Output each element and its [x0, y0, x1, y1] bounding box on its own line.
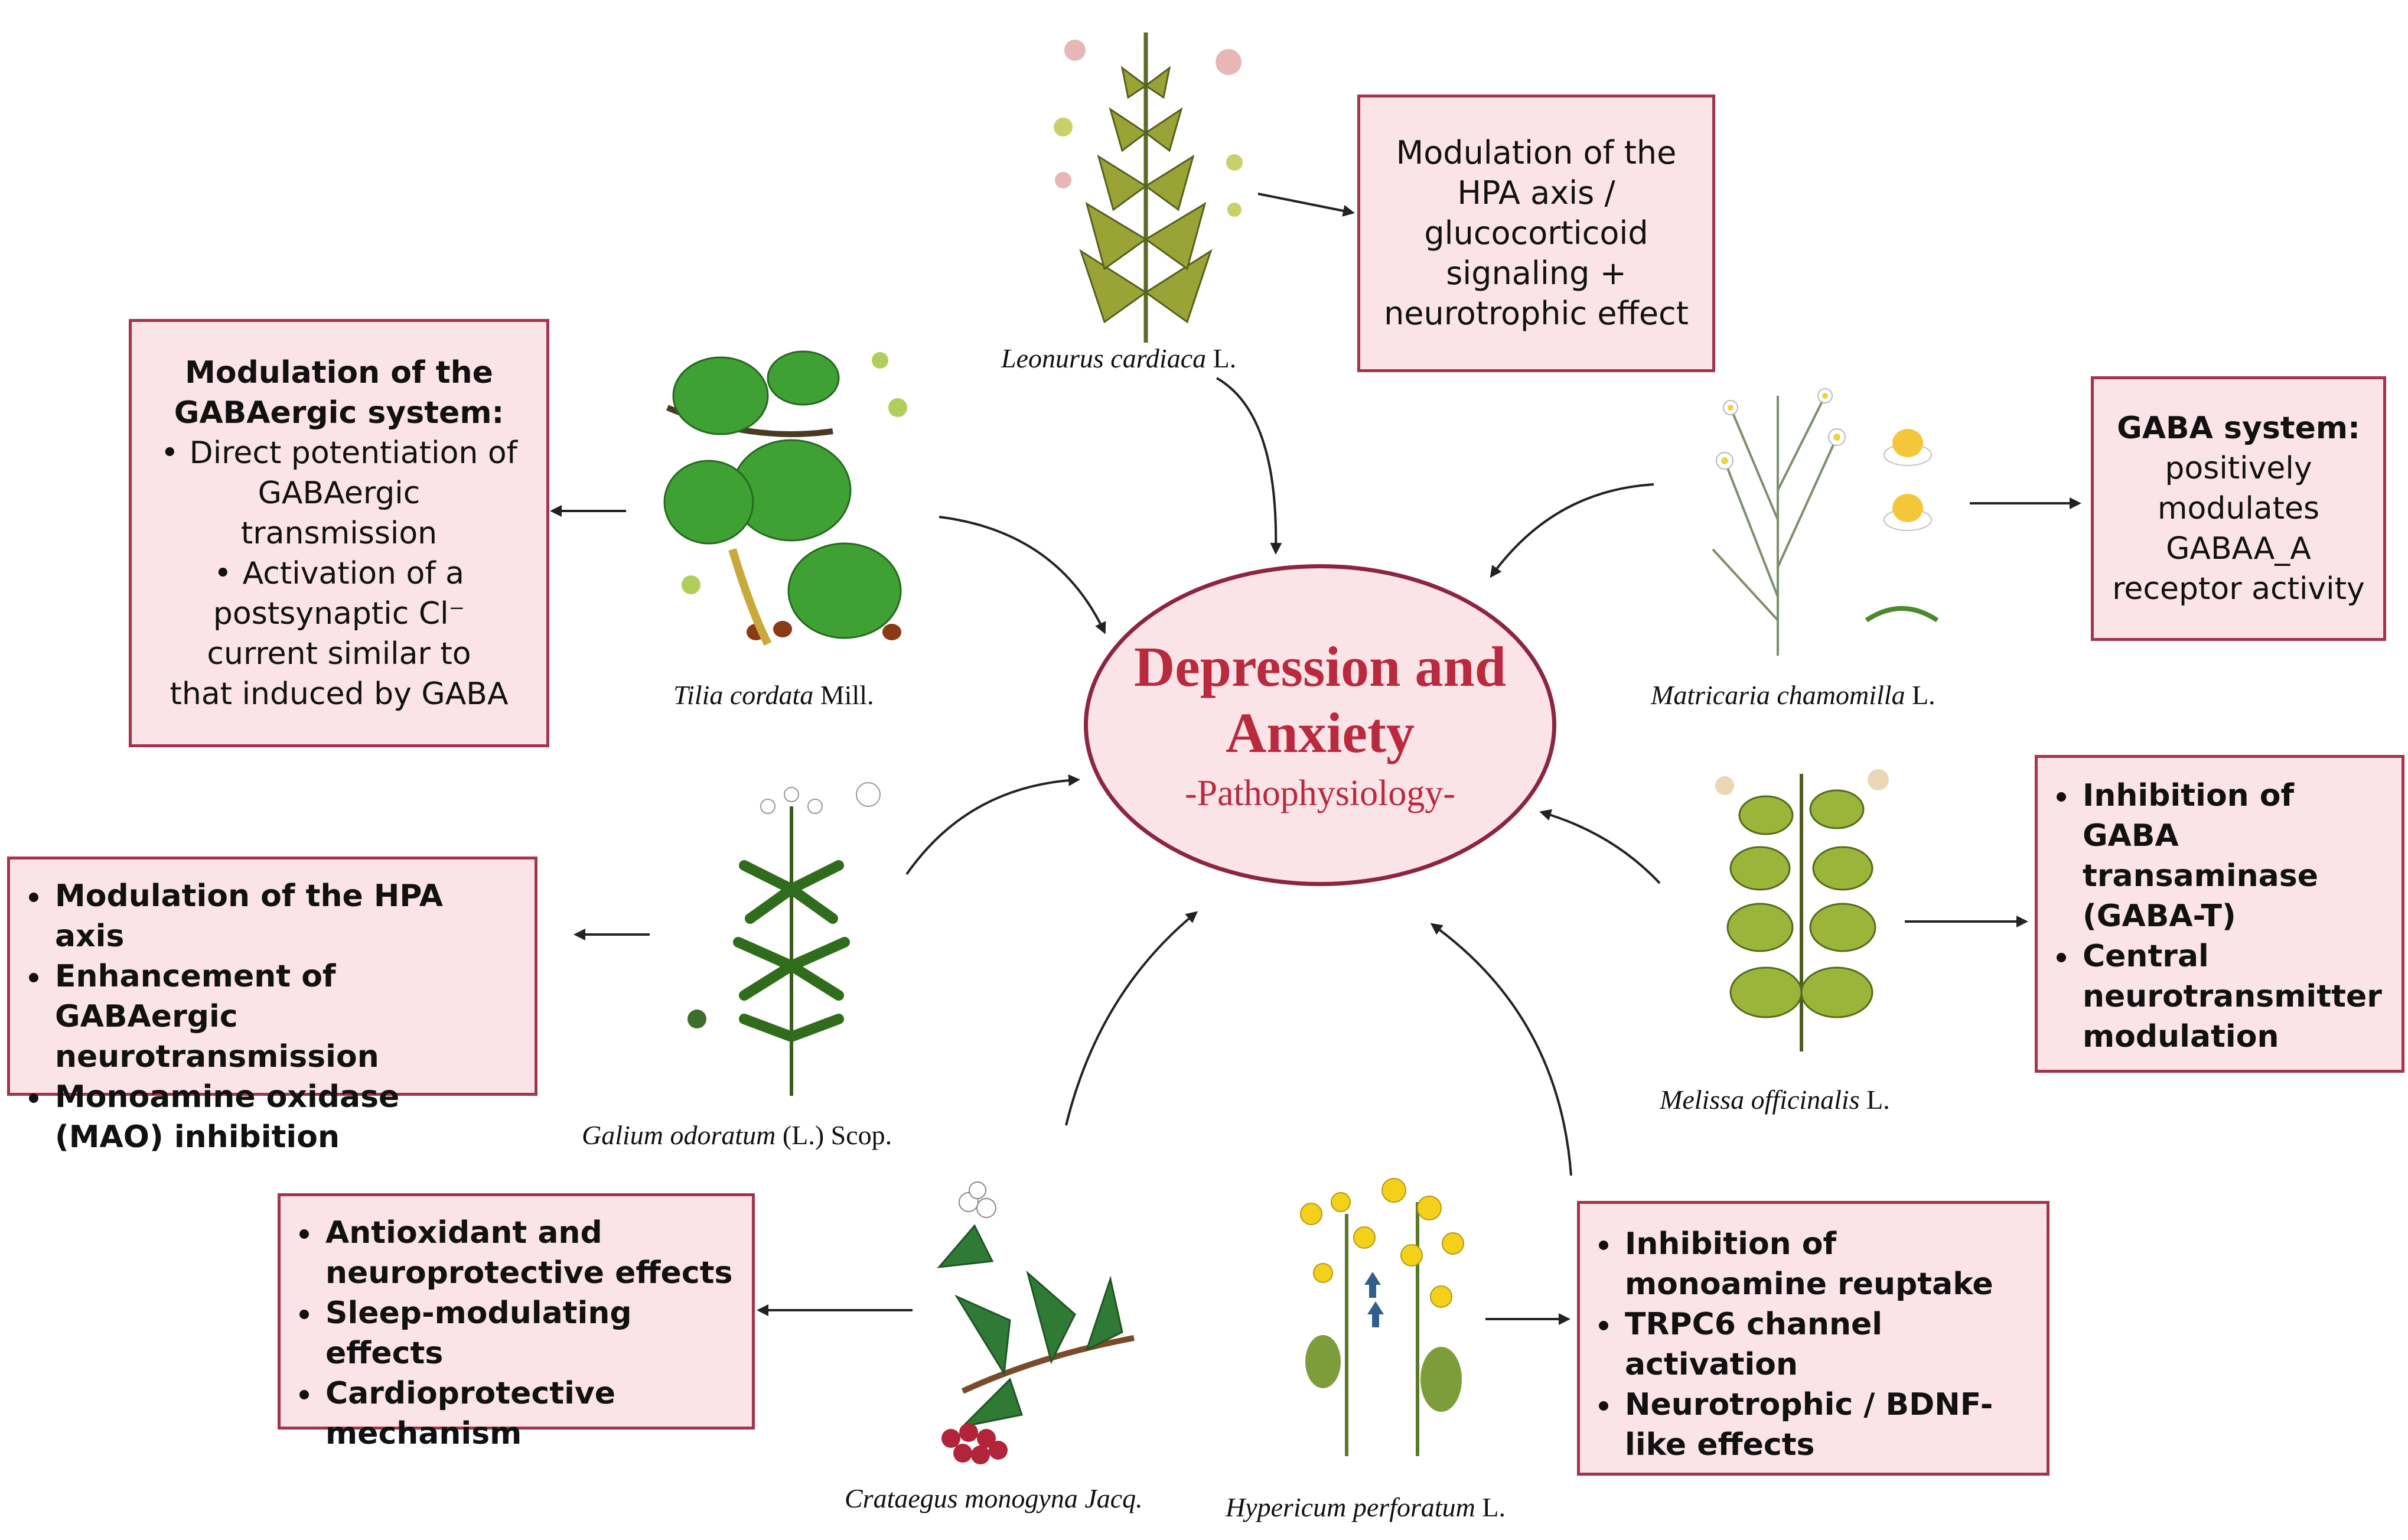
hpa-top-box: Modulation of the HPA axis / glucocortic… — [1357, 95, 1715, 372]
melissa-effects-box: Inhibition of GABA transaminase (GABA-T)… — [2035, 755, 2404, 1073]
arrow-galium-to-center — [905, 774, 1080, 875]
leonurus-plant-illustration — [1054, 32, 1243, 343]
crataegus-effects-box: Antioxidant and neuroprotective effects … — [278, 1193, 755, 1451]
matricaria-plant-illustration — [1712, 388, 1939, 656]
center-topic-ellipse: Depression and Anxiety -Pathophysiology- — [1084, 564, 1556, 886]
list-item: Direct potentiation ofGABAergictransmiss… — [132, 433, 546, 554]
leonurus-caption: Leonurus cardiaca L. — [1001, 343, 1237, 373]
list-item: Central neurotransmitter modulation — [2079, 936, 2390, 1057]
hypericum-effects-box: Inhibition of monoamine reuptake TRPC6 c… — [1577, 1201, 2049, 1476]
center-title: Depression and Anxiety — [1133, 634, 1507, 764]
hypericum-caption: Hypericum perforatum L. — [1226, 1492, 1506, 1522]
tilia-caption: Tilia cordata Mill. — [673, 680, 874, 710]
arrow-hypericum-to-center — [1430, 923, 1572, 1176]
list-item: Inhibition of monoamine reuptake — [1621, 1224, 2035, 1304]
arrow-leonurus-to-center — [1216, 377, 1282, 555]
arrow-crataegus-to-center — [1065, 911, 1198, 1126]
list-item: Enhancement of GABAergic neurotransmissi… — [51, 956, 517, 1077]
list-item: Inhibition of GABA transaminase (GABA-T) — [2079, 776, 2390, 936]
arrow-tilia-to-center — [939, 516, 1106, 634]
gabaergic-left-box: Modulation of the GABAergic system: Dire… — [129, 319, 549, 747]
list-item: Cardioprotective mechanism — [322, 1373, 740, 1454]
arrow-leonurus-to-box — [1257, 193, 1355, 217]
list-item: Monoamine oxidase (MAO) inhibition — [51, 1077, 517, 1157]
gabaergic-heading: Modulation of the GABAergic system: — [174, 354, 504, 431]
list-item: TRPC6 channel activation — [1621, 1304, 2035, 1385]
matricaria-caption: Matricaria chamomilla L. — [1651, 680, 1935, 710]
melissa-plant-illustration — [1715, 769, 1889, 1051]
galium-caption: Galium odoratum (L.) Scop. — [582, 1120, 892, 1150]
center-subtitle: -Pathophysiology- — [1184, 773, 1456, 813]
list-item: Modulation of the HPA axis — [51, 876, 517, 956]
list-item: Neurotrophic / BDNF-like effects — [1621, 1385, 2035, 1465]
gaba-right-heading: GABA system: — [2117, 411, 2360, 446]
crataegus-caption: Crataegus monogyna Jacq. — [845, 1483, 1143, 1513]
list-item: Sleep-modulating effects — [322, 1293, 740, 1373]
galium-plant-illustration — [687, 782, 881, 1096]
gaba-right-box: GABA system: positively modulates GABAA_… — [2091, 376, 2386, 641]
list-item: Antioxidant and neuroprotective effects — [322, 1213, 740, 1293]
crataegus-plant-illustration — [937, 1181, 1135, 1464]
gabaergic-list: Direct potentiation ofGABAergictransmiss… — [132, 433, 546, 714]
tilia-plant-illustration — [663, 350, 907, 646]
arrow-matricaria-to-center — [1490, 483, 1654, 578]
galium-effects-box: Modulation of the HPA axis Enhancement o… — [7, 857, 537, 1155]
melissa-caption: Melissa officinalis L. — [1660, 1085, 1890, 1115]
arrow-melissa-to-center — [1539, 809, 1661, 884]
hypericum-plant-illustration — [1300, 1178, 1464, 1456]
